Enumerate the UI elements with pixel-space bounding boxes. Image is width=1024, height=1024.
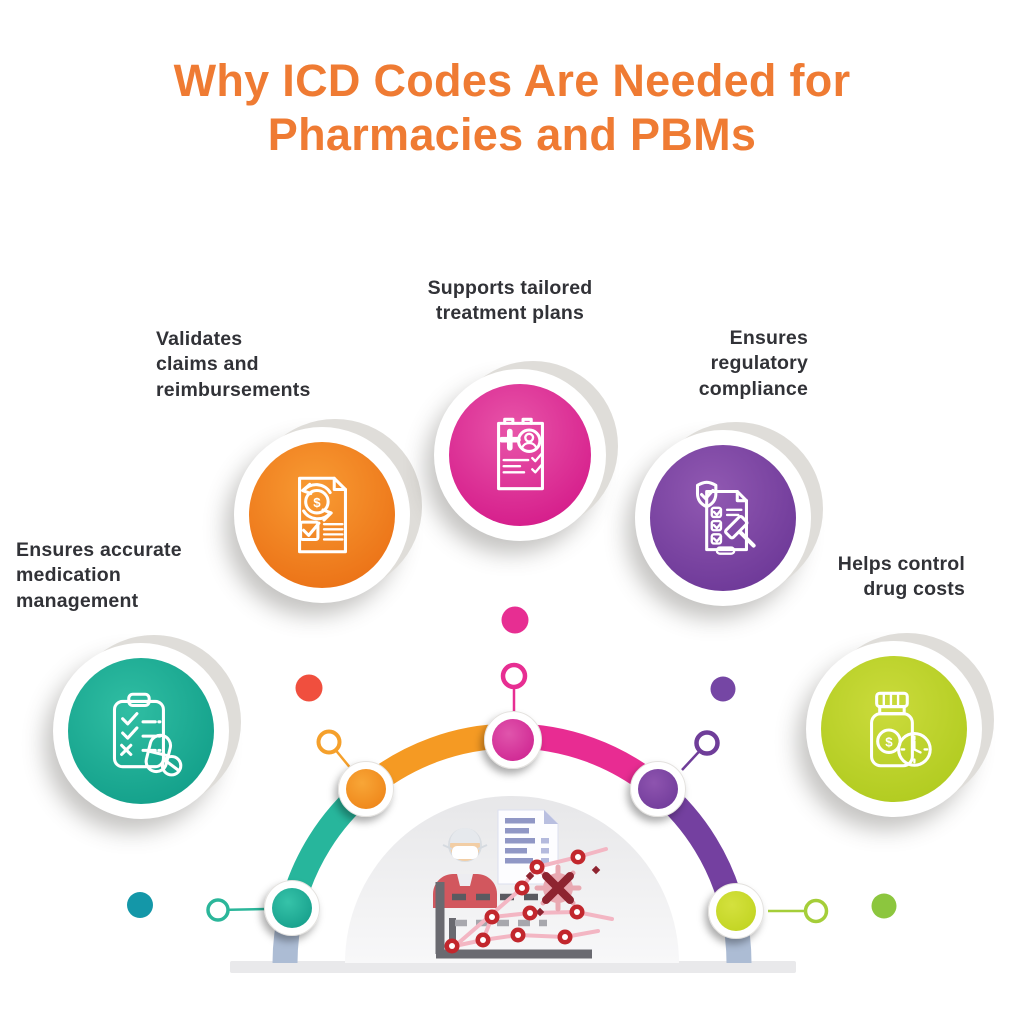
ring-orange — [316, 729, 342, 755]
page-title: Why ICD Codes Are Needed for Pharmacies … — [173, 55, 851, 160]
circle-costs-inner: $ — [821, 656, 967, 802]
label-drug-costs: Helps control drug costs — [837, 553, 965, 601]
clipboard-checklist-pill-icon — [112, 692, 183, 777]
label-regulatory-compliance: Ensures regulatory compliance — [698, 327, 808, 400]
document-illustration — [497, 809, 559, 885]
label-treatment-plans: Supports tailored treatment plans — [427, 277, 593, 325]
medical-record-patient-icon — [497, 417, 544, 491]
chart-data-points — [444, 849, 586, 954]
dot-purple — [710, 676, 736, 702]
decorative-dots — [127, 606, 897, 919]
invoice-dollar-refund-icon: $ — [298, 476, 347, 554]
baseline-bar — [230, 961, 796, 973]
dollar-glyph: $ — [885, 734, 893, 749]
circle-treatment-plans — [434, 369, 606, 541]
dollar-glyph: $ — [313, 495, 321, 510]
circle-claims-validation: $ — [234, 427, 410, 603]
virus-icon — [525, 864, 601, 917]
node-lime — [708, 883, 764, 939]
dot-teal-blue — [127, 892, 153, 918]
circle-claims-inner: $ — [249, 442, 395, 588]
ring-lime — [803, 898, 829, 924]
circle-medication-inner — [68, 658, 214, 804]
dot-pink — [501, 606, 529, 634]
dot-red — [295, 674, 323, 702]
node-orange — [338, 761, 394, 817]
pill-bottle-dollar-clock-icon: $ — [870, 691, 932, 768]
circle-treatment-inner — [449, 384, 591, 526]
shield-checklist-gavel-icon — [695, 480, 756, 555]
circle-medication-management — [53, 643, 229, 819]
ring-teal — [206, 898, 230, 922]
connector-rings — [206, 662, 829, 924]
circle-regulatory-compliance — [635, 430, 811, 606]
node-teal — [264, 880, 320, 936]
arc-nodes — [264, 711, 764, 939]
circle-drug-costs: $ — [806, 641, 982, 817]
label-medication-management: Ensures accurate medication management — [16, 539, 182, 612]
ring-pink — [500, 662, 528, 690]
trend-chart-illustration — [435, 847, 614, 959]
circle-regulatory-inner — [650, 445, 796, 591]
dot-green — [871, 893, 897, 919]
ring-purple — [694, 730, 720, 756]
node-pink — [484, 711, 542, 769]
label-claims-reimbursements: Validates claims and reimbursements — [156, 328, 311, 401]
node-purple — [630, 761, 686, 817]
